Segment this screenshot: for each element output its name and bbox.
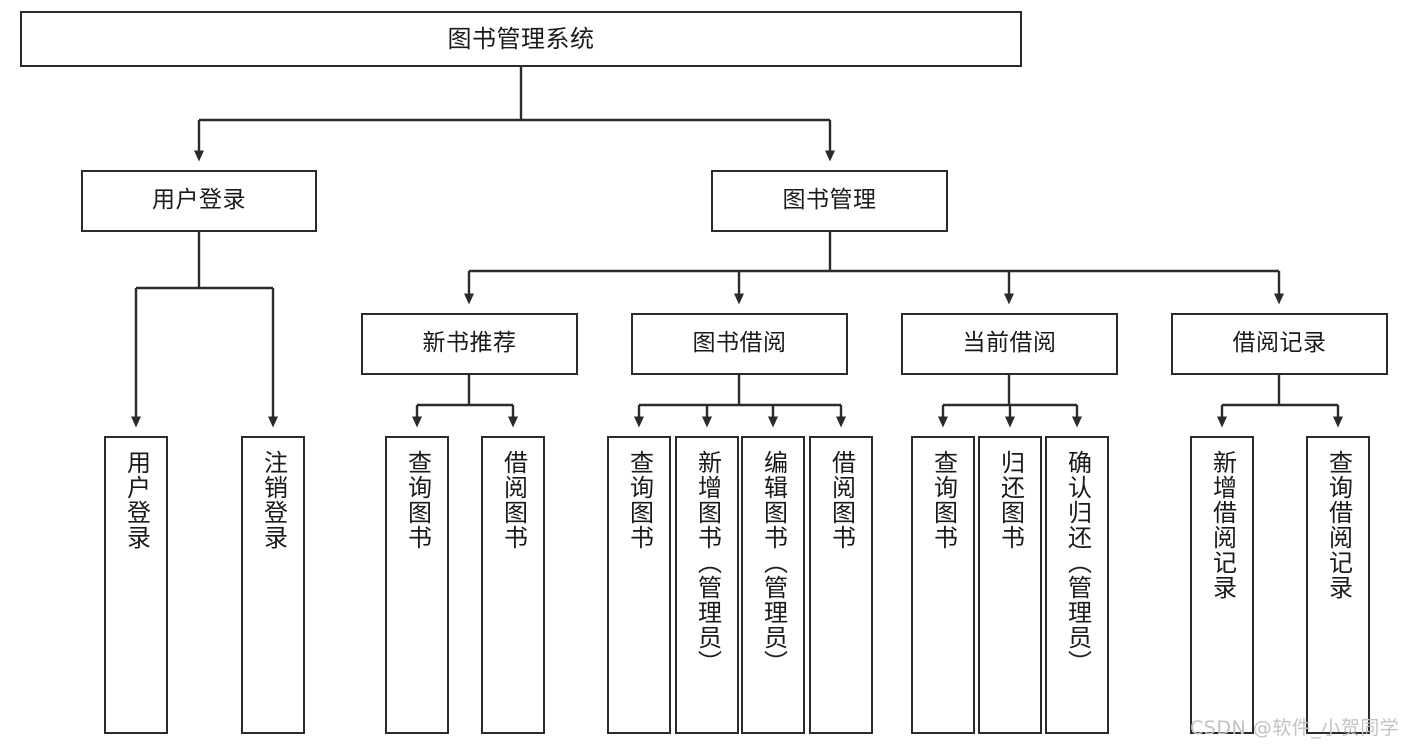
node-label: 借阅记录 — [1232, 330, 1327, 357]
node-label: 当前借阅 — [962, 330, 1057, 357]
node-leaf-query-book-recommend[interactable]: 查询图书 — [385, 436, 449, 734]
node-leaf-user-login[interactable]: 用户登录 — [104, 436, 168, 734]
node-leaf-query-book-current[interactable]: 查询图书 — [911, 436, 975, 734]
node-label: 确认归还（管理员） — [1063, 450, 1092, 675]
node-label: 新增图书（管理员） — [693, 450, 722, 675]
node-label: 新增借阅记录 — [1208, 450, 1237, 600]
node-leaf-logout-login[interactable]: 注销登录 — [241, 436, 305, 734]
node-label: 新书推荐 — [422, 330, 517, 357]
node-label: 借阅图书 — [499, 450, 528, 550]
node-book-management[interactable]: 图书管理 — [711, 170, 948, 232]
node-user-login[interactable]: 用户登录 — [81, 170, 317, 232]
node-leaf-add-book[interactable]: 新增图书（管理员） — [675, 436, 739, 734]
node-leaf-edit-book[interactable]: 编辑图书（管理员） — [741, 436, 805, 734]
node-leaf-return-book[interactable]: 归还图书 — [978, 436, 1042, 734]
node-label: 查询借阅记录 — [1324, 450, 1353, 600]
node-label: 图书管理 — [782, 187, 877, 214]
node-leaf-borrow-book[interactable]: 借阅图书 — [809, 436, 873, 734]
node-current-borrow[interactable]: 当前借阅 — [901, 313, 1118, 375]
node-leaf-add-borrow-record[interactable]: 新增借阅记录 — [1190, 436, 1254, 734]
watermark: CSDN @软件_小贺同学 — [1190, 717, 1400, 739]
node-label: 注销登录 — [259, 450, 288, 550]
node-label: 归还图书 — [996, 450, 1025, 550]
node-label: 查询图书 — [929, 450, 958, 550]
node-label: 图书管理系统 — [447, 24, 595, 53]
node-borrow-record[interactable]: 借阅记录 — [1171, 313, 1388, 375]
node-new-book-recommend[interactable]: 新书推荐 — [361, 313, 578, 375]
node-label: 图书借阅 — [692, 330, 787, 357]
node-label: 查询图书 — [625, 450, 654, 550]
node-book-borrow[interactable]: 图书借阅 — [631, 313, 848, 375]
node-leaf-query-book-borrow[interactable]: 查询图书 — [607, 436, 671, 734]
node-leaf-borrow-book-recommend[interactable]: 借阅图书 — [481, 436, 545, 734]
node-label: 编辑图书（管理员） — [759, 450, 788, 675]
node-label: 用户登录 — [122, 450, 151, 550]
node-label: 查询图书 — [403, 450, 432, 550]
node-leaf-confirm-return[interactable]: 确认归还（管理员） — [1045, 436, 1109, 734]
node-label: 用户登录 — [152, 187, 246, 214]
node-root-book-management-system[interactable]: 图书管理系统 — [20, 11, 1022, 67]
node-leaf-query-borrow-record[interactable]: 查询借阅记录 — [1306, 436, 1370, 734]
node-label: 借阅图书 — [827, 450, 856, 550]
